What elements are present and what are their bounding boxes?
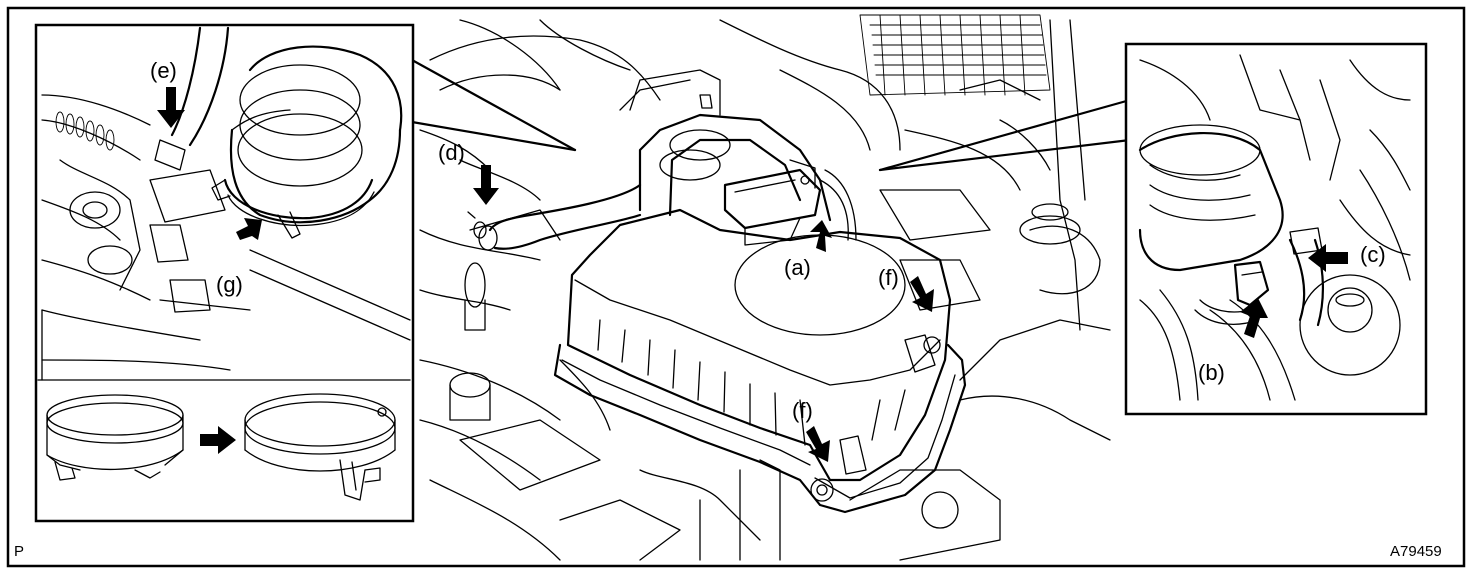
left-detail-inset <box>34 23 415 523</box>
figure-id-label: A79459 <box>1390 543 1442 560</box>
page-code-label: P <box>14 543 24 560</box>
inset-left-leader-1 <box>410 58 577 152</box>
inset-right-leader-1 <box>878 98 1132 172</box>
air-cleaner-assembly <box>473 69 967 514</box>
callout-label-c: (c) <box>1360 242 1386 267</box>
callout-label-f-upper: (f) <box>878 265 899 290</box>
callout-label-f-lower: (f) <box>792 398 813 423</box>
inset-left-leader-2 <box>410 120 577 152</box>
outer-frame <box>6 6 1466 568</box>
callout-label-g: (g) <box>216 272 243 297</box>
inset-right-leader-2 <box>878 138 1132 172</box>
callout-arrows-main <box>467 165 934 462</box>
callout-label-e: (e) <box>150 58 177 83</box>
callout-label-b: (b) <box>1198 360 1225 385</box>
engine-bay-background <box>419 14 1111 561</box>
right-detail-inset <box>1124 42 1428 416</box>
callout-label-d: (d) <box>438 140 465 165</box>
callout-label-a: (a) <box>784 255 811 280</box>
